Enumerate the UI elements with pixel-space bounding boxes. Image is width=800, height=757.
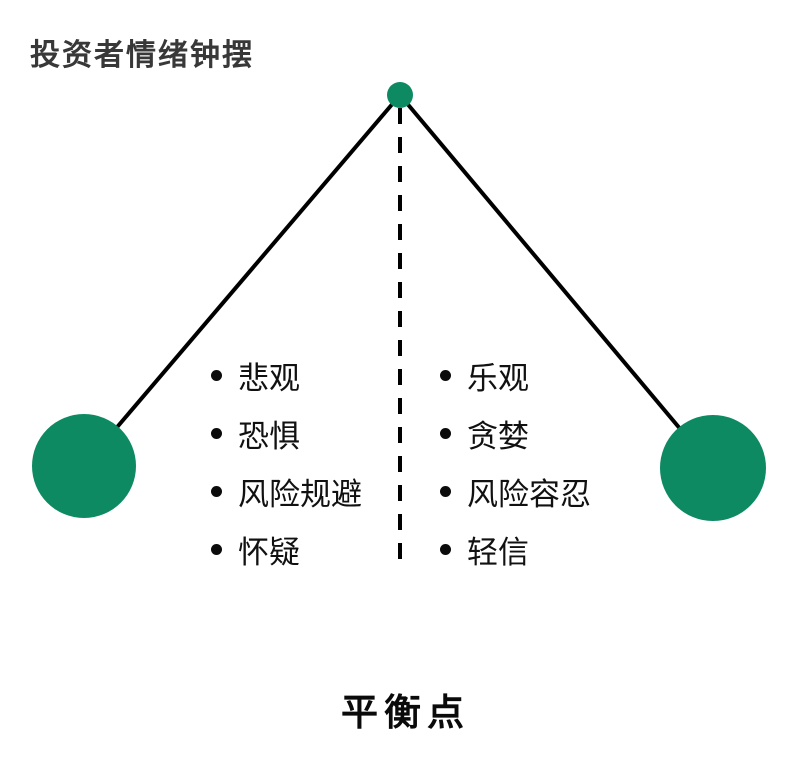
list-item-label: 乐观 [467,360,529,396]
list-item-label: 轻信 [467,534,529,570]
list-item: 风险规避 [211,462,362,520]
sentiment-list-right: 乐观 贪婪 风险容忍 轻信 [440,346,591,578]
list-item: 轻信 [440,520,591,578]
pendulum-arm-left [82,93,402,468]
bullet-icon [440,427,451,439]
list-item: 乐观 [440,346,591,404]
bullet-icon [211,369,222,381]
pendulum-arm-right [398,93,715,470]
list-item: 风险容忍 [440,462,591,520]
list-item-label: 怀疑 [238,534,300,570]
list-item: 悲观 [211,346,362,404]
bullet-icon [211,427,222,439]
bullet-icon [440,485,451,497]
pendulum-ball-right [660,415,766,521]
list-item-label: 悲观 [238,360,300,396]
list-item: 贪婪 [440,404,591,462]
list-item: 怀疑 [211,520,362,578]
bullet-icon [440,543,451,555]
list-item-label: 风险容忍 [467,476,591,512]
list-item-label: 贪婪 [467,418,529,454]
list-item: 恐惧 [211,404,362,462]
pendulum-ball-left [32,414,136,518]
bullet-icon [440,369,451,381]
bullet-icon [211,485,222,497]
sentiment-list-left: 悲观 恐惧 风险规避 怀疑 [211,346,362,578]
balance-point-label: 平衡点 [341,693,470,734]
bullet-icon [211,543,222,555]
diagram-title: 投资者情绪钟摆 [30,39,254,72]
pivot-dot-icon [387,82,413,108]
list-item-label: 风险规避 [238,476,362,512]
list-item-label: 恐惧 [238,418,300,454]
